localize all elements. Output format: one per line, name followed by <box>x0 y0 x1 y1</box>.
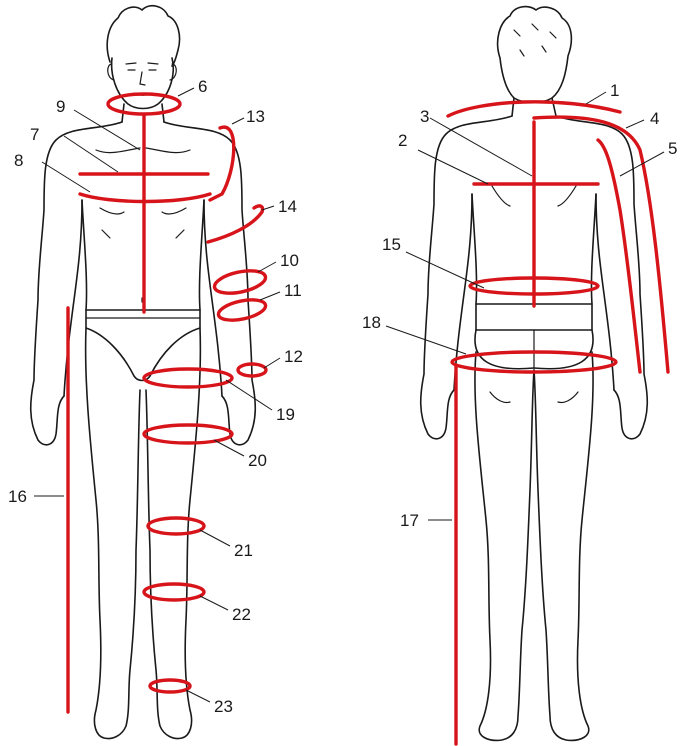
measure-line-20-mid-thigh <box>144 425 232 443</box>
label-11: 11 <box>284 281 302 300</box>
label-4: 4 <box>650 109 659 128</box>
front-hair <box>107 6 179 66</box>
label-17: 17 <box>400 511 419 530</box>
back-legs <box>475 352 534 740</box>
measure-line-22-calf <box>144 584 204 600</box>
label-18: 18 <box>362 313 381 332</box>
label-14: 14 <box>278 197 297 216</box>
label-10: 10 <box>280 251 299 270</box>
measure-line-4-sleeve-length <box>534 117 668 372</box>
measure-line-11-forearm <box>217 296 268 324</box>
measure-line-23-ankle <box>150 680 190 692</box>
measure-line-14-bicep <box>208 206 263 242</box>
label-1: 1 <box>610 81 619 100</box>
label-12: 12 <box>284 347 303 366</box>
label-16: 16 <box>8 487 27 506</box>
label-5: 5 <box>668 139 677 158</box>
measure-line-21-knee <box>148 518 204 534</box>
back-head <box>498 7 572 103</box>
label-6: 6 <box>198 77 207 96</box>
measure-line-6-neck <box>108 94 180 114</box>
label-3: 3 <box>420 107 429 126</box>
label-15: 15 <box>382 235 401 254</box>
label-19: 19 <box>276 405 295 424</box>
label-21: 21 <box>234 541 253 560</box>
measure-line-13-shoulder-arm <box>210 127 234 200</box>
label-20: 20 <box>248 451 267 470</box>
label-9: 9 <box>56 97 65 116</box>
label-23: 23 <box>214 697 233 716</box>
label-22: 22 <box>232 605 251 624</box>
measure-line-1-shoulder-width <box>448 102 620 116</box>
front-legs <box>86 328 140 739</box>
front-face <box>112 58 174 109</box>
label-13: 13 <box>246 107 265 126</box>
leader-lines <box>34 88 664 702</box>
label-8: 8 <box>14 151 23 170</box>
measure-line-19-thigh <box>144 369 232 387</box>
label-7: 7 <box>30 125 39 144</box>
back-briefs <box>476 304 592 330</box>
label-2: 2 <box>398 131 407 150</box>
